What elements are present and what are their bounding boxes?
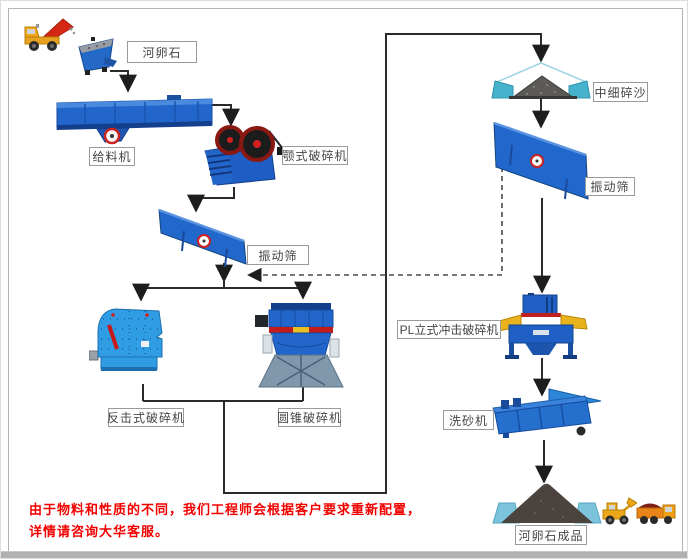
cone-crusher-icon	[255, 303, 344, 388]
label-impact-crusher: 反击式破碎机	[107, 408, 184, 427]
label-source: 河卵石	[127, 41, 197, 63]
label-vsi-crusher: PL立式冲击破碎机	[397, 320, 501, 339]
impact-crusher-icon	[89, 308, 163, 371]
note-line-1: 由于物料和性质的不同，我们工程师会根据客户要求重新配置，	[29, 502, 422, 517]
hopper-icon	[78, 37, 117, 75]
label-cone-crusher: 圆锥破碎机	[277, 408, 341, 427]
sand-washer-icon	[492, 388, 602, 438]
product-pile-icon	[492, 483, 602, 524]
vibrating-screen-icon	[493, 121, 589, 200]
label-feeder: 给料机	[89, 147, 135, 166]
label-vibrating-screen-2: 振动筛	[585, 177, 635, 196]
label-fine-sand: 中细碎沙	[593, 82, 648, 102]
dump-truck-icon	[24, 18, 76, 51]
label-vibrating-screen-1: 振动筛	[247, 245, 309, 265]
feeder-icon	[56, 95, 213, 145]
label-jaw-crusher: 颚式破碎机	[282, 146, 348, 165]
footer-divider	[1, 551, 687, 558]
jaw-crusher-icon	[204, 125, 286, 186]
reconfiguration-note: 由于物料和性质的不同，我们工程师会根据客户要求重新配置， 详情请咨询大华客服。	[29, 499, 421, 543]
haul-truck-icon	[636, 503, 676, 524]
wheel-loader-icon	[602, 497, 637, 525]
label-finished-product: 河卵石成品	[515, 525, 587, 545]
vsi-crusher-icon	[496, 293, 588, 359]
sand-pile-icon	[491, 62, 591, 99]
note-line-2: 详情请咨询大华客服。	[29, 524, 170, 539]
vibrating-screen-icon	[158, 208, 247, 268]
label-sand-washer: 洗砂机	[443, 410, 494, 430]
